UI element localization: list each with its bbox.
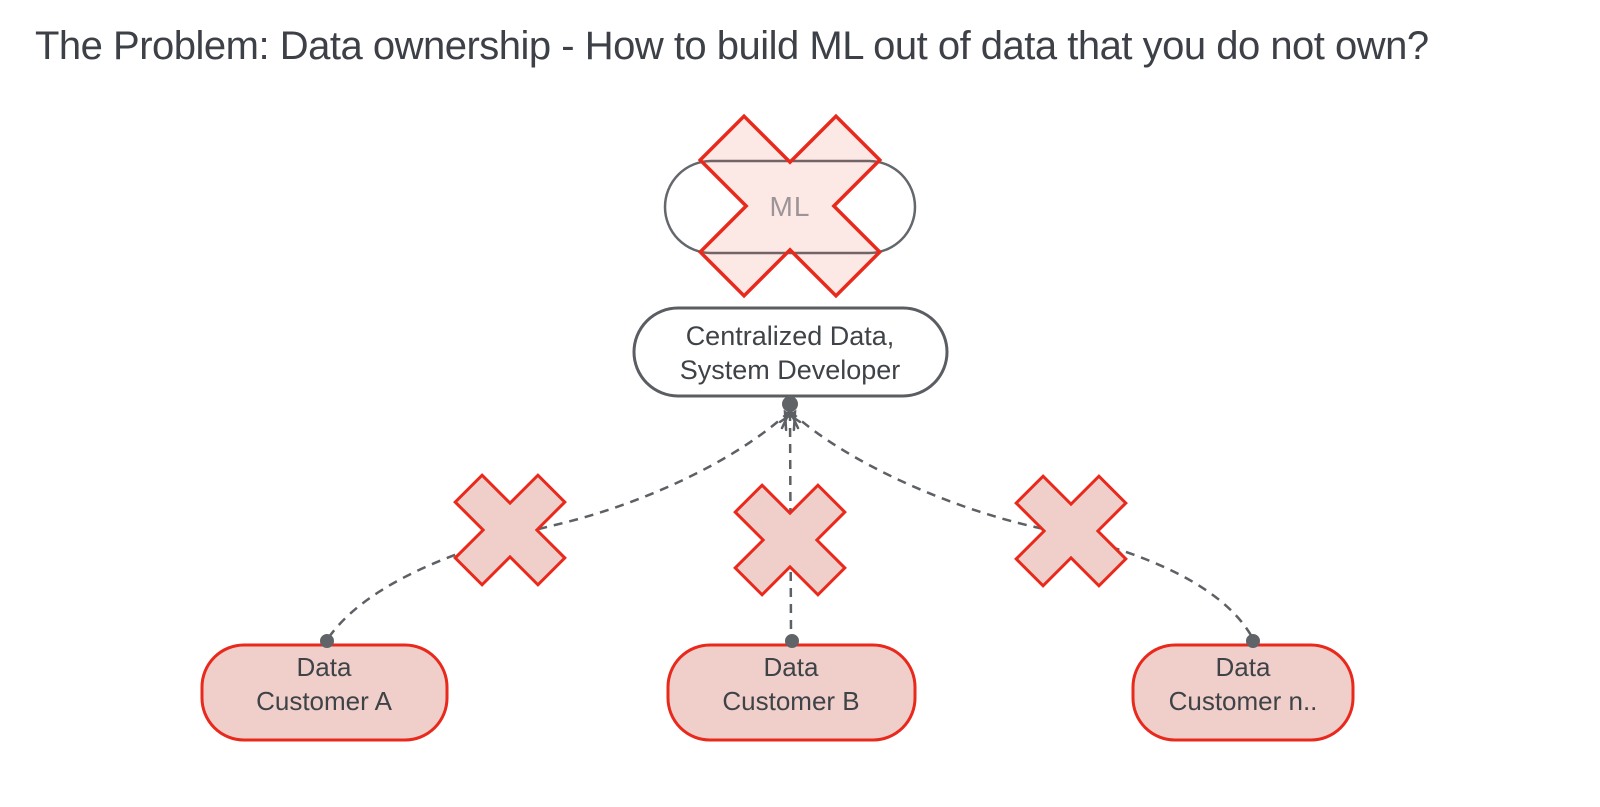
- customer-node-n-label-line2: Customer n..: [1169, 686, 1318, 716]
- customer-node-b-label-line2: Customer B: [722, 686, 859, 716]
- customer-node-a-label-line1: Data: [297, 652, 352, 682]
- connector-central-to-customer-b: [788, 411, 793, 635]
- central-node-label-line2: System Developer: [680, 355, 901, 385]
- dot-customer-b: [785, 634, 799, 648]
- x-mark-center-icon: [733, 483, 847, 597]
- dot-customer-a: [320, 634, 334, 648]
- x-mark-left-icon: [453, 473, 567, 587]
- connector-dots: [320, 396, 1260, 648]
- customer-node-a-label-line2: Customer A: [256, 686, 392, 716]
- central-node-shape: [632, 306, 949, 398]
- connector-central-to-customer-a: [327, 410, 791, 638]
- customer-node-b: Data Customer B: [666, 643, 917, 742]
- dot-customer-n: [1246, 634, 1260, 648]
- arrowhead-right-icon: [778, 409, 797, 432]
- dot-central: [782, 396, 798, 412]
- x-mark-right-icon: [1014, 474, 1128, 588]
- page-title: The Problem: Data ownership - How to bui…: [35, 24, 1429, 68]
- customer-node-a: Data Customer A: [200, 643, 449, 742]
- ml-node-label: ML: [770, 191, 811, 222]
- central-node: Centralized Data, System Developer: [632, 306, 949, 398]
- customer-node-b-label-line1: Data: [764, 652, 819, 682]
- central-node-label-line1: Centralized Data,: [686, 321, 895, 351]
- connector-group: [327, 410, 1254, 638]
- customer-node-n-label-line1: Data: [1216, 652, 1271, 682]
- big-x-icon: [697, 113, 883, 299]
- customer-node-n-shape: [1131, 643, 1355, 742]
- customer-node-n: Data Customer n..: [1131, 643, 1355, 742]
- connector-central-to-customer-n: [789, 410, 1254, 638]
